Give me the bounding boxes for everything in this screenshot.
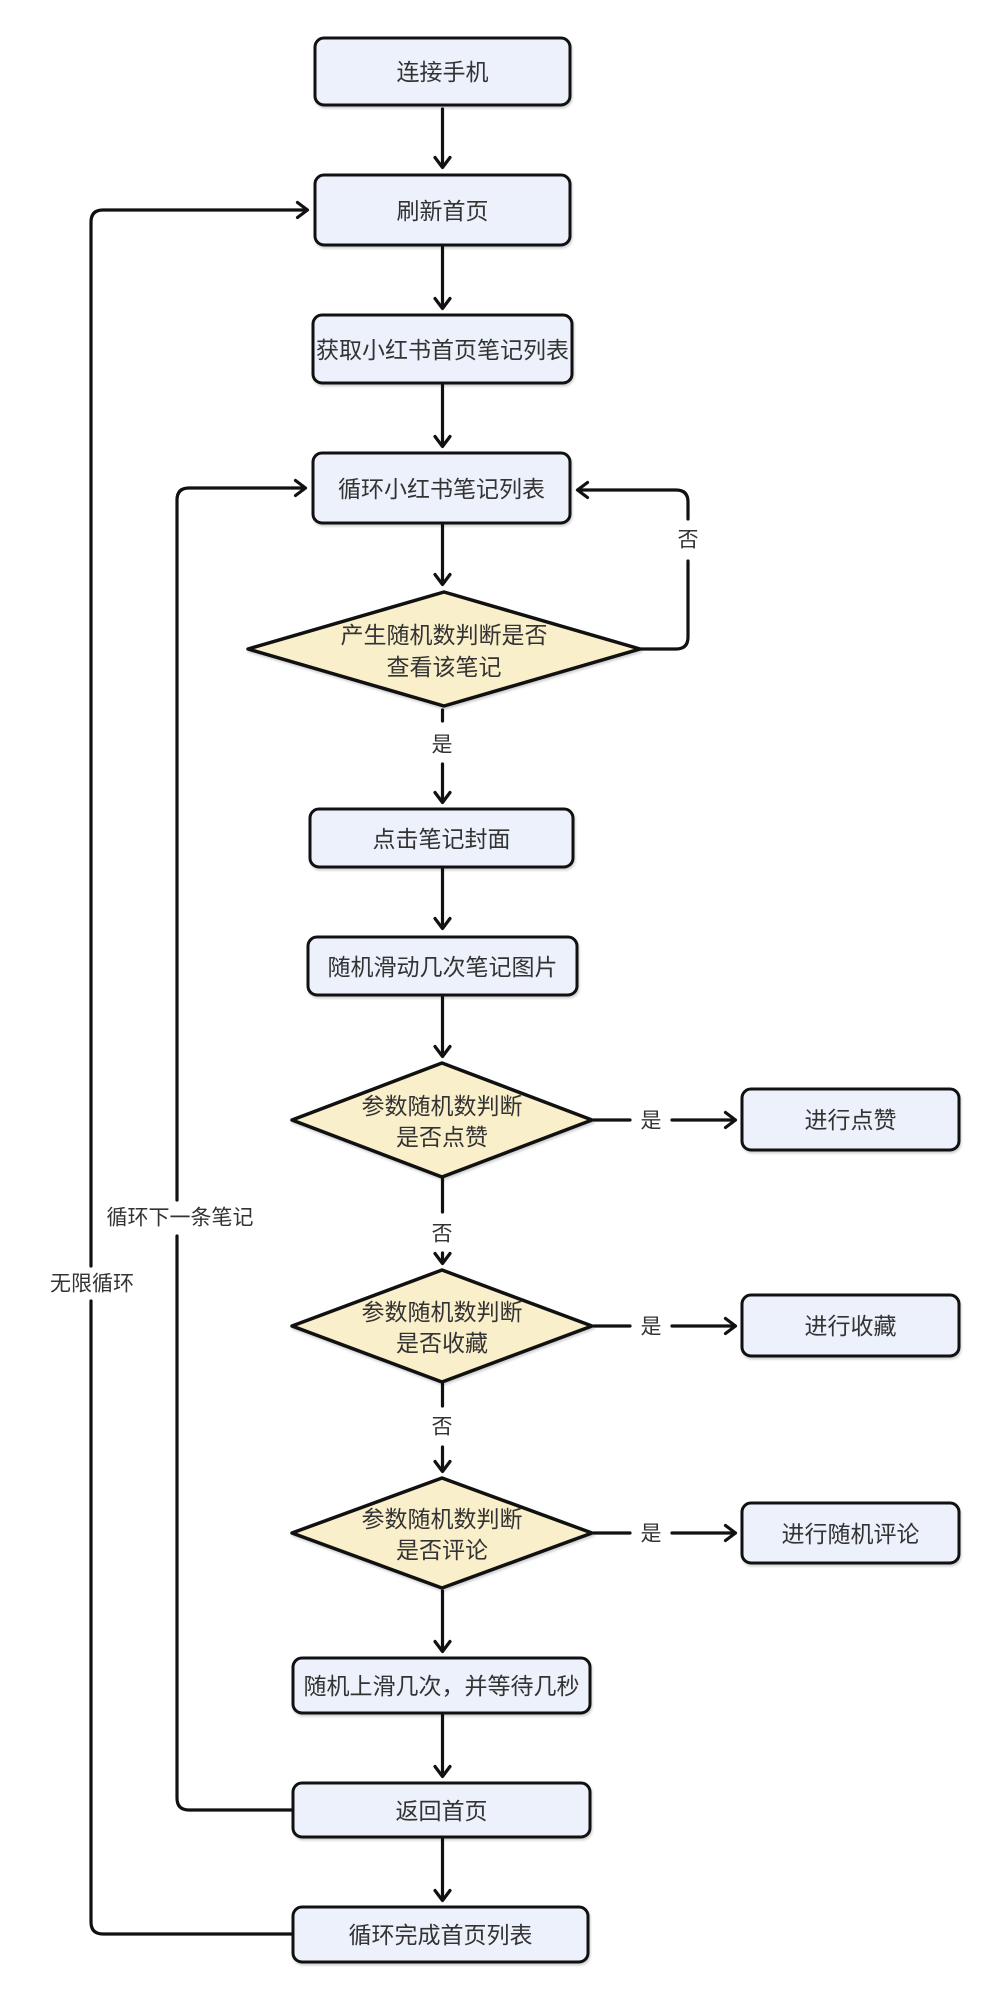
node-loop-complete-label: 循环完成首页列表 [349,1922,533,1948]
edge-label-like-no: 否 [432,1223,453,1246]
node-decision-like-line1: 参数随机数判断 [362,1093,523,1119]
edge-loopnextnote-upper [175,478,308,1202]
node-do-comment-shape [740,1501,961,1565]
edge-label-collect-no: 否 [432,1416,453,1439]
node-decision-like-shape [290,1061,594,1179]
node-get-home-note-list-shape [311,313,574,385]
node-decision-collect-shape [290,1268,594,1384]
edge-label-infinite-loop: 无限循环 [50,1273,134,1296]
node-click-cover-label: 点击笔记封面 [373,826,511,852]
node-do-like-label: 进行点赞 [805,1107,897,1133]
node-click-cover-shape [308,807,575,869]
node-do-like: 进行点赞 [740,1087,961,1152]
node-connect-phone-shape [313,36,572,107]
node-decision-collect: 参数随机数判断 是否收藏 [290,1268,594,1384]
node-decision-comment-line1: 参数随机数判断 [362,1506,523,1532]
node-do-comment: 进行随机评论 [740,1501,961,1565]
node-loop-complete-shape [291,1905,590,1964]
node-connect-phone: 连接手机 [313,36,572,107]
nodes: 连接手机 刷新首页 获取小红书首页笔记列表 循环小红书笔记列表 产生随机数判断是… [246,36,961,1964]
edge-infiniteloop-lower [89,1299,295,1936]
node-do-collect-shape [740,1293,961,1358]
node-refresh-home: 刷新首页 [313,173,572,247]
node-decision-like-line2: 是否点赞 [396,1124,488,1150]
edge-infiniteloop-upper [89,200,310,1268]
node-do-collect-label: 进行收藏 [805,1313,897,1339]
node-return-home: 返回首页 [291,1781,592,1839]
edges [89,107,738,1936]
node-swipe-up-wait-shape [291,1656,592,1715]
node-loop-note-list-label: 循环小红书笔记列表 [338,476,545,502]
node-loop-complete: 循环完成首页列表 [291,1905,590,1964]
node-refresh-home-shape [313,173,572,247]
node-decision-comment-shape [290,1476,594,1590]
edge-decisionview-no-upper [575,480,690,521]
edge-label-loop-next-note: 循环下一条笔记 [107,1207,254,1230]
node-swipe-images-label: 随机滑动几次笔记图片 [328,954,558,980]
node-decision-collect-line1: 参数随机数判断 [362,1299,523,1325]
node-refresh-home-label: 刷新首页 [397,198,489,224]
node-decision-comment: 参数随机数判断 是否评论 [290,1476,594,1590]
node-decision-view-line1: 产生随机数判断是否 [341,622,548,648]
edge-loopnextnote-lower [175,1234,295,1812]
edge-label-view-no: 否 [678,529,699,552]
node-return-home-label: 返回首页 [396,1798,488,1824]
edge-label-collect-yes: 是 [641,1316,662,1339]
node-swipe-images: 随机滑动几次笔记图片 [306,935,579,997]
node-decision-view-shape [246,590,642,708]
node-swipe-up-wait: 随机上滑几次，并等待几秒 [291,1656,592,1715]
node-decision-comment-line2: 是否评论 [396,1537,488,1563]
edge-label-comment-yes: 是 [641,1523,662,1546]
edge-label-view-yes: 是 [432,734,453,757]
node-swipe-images-shape [306,935,579,997]
node-do-comment-label: 进行随机评论 [782,1521,920,1547]
node-loop-note-list-shape [311,451,572,525]
node-do-collect: 进行收藏 [740,1293,961,1358]
node-decision-view: 产生随机数判断是否 查看该笔记 [246,590,642,708]
node-decision-collect-line2: 是否收藏 [396,1330,488,1356]
node-do-like-shape [740,1087,961,1152]
node-loop-note-list: 循环小红书笔记列表 [311,451,572,525]
node-get-home-note-list-label: 获取小红书首页笔记列表 [316,337,569,363]
node-click-cover: 点击笔记封面 [308,807,575,869]
node-connect-phone-label: 连接手机 [397,59,489,85]
node-decision-like: 参数随机数判断 是否点赞 [290,1061,594,1179]
node-swipe-up-wait-label: 随机上滑几次，并等待几秒 [304,1673,580,1699]
edge-labels: 是 否 是 否 是 否 是 循环下一条笔记 无限循环 [50,529,699,1546]
edge-label-like-yes: 是 [641,1110,662,1133]
node-decision-view-line2: 查看该笔记 [387,654,502,680]
edge-decisionview-no-lower [638,559,690,651]
node-get-home-note-list: 获取小红书首页笔记列表 [311,313,574,385]
node-return-home-shape [291,1781,592,1839]
